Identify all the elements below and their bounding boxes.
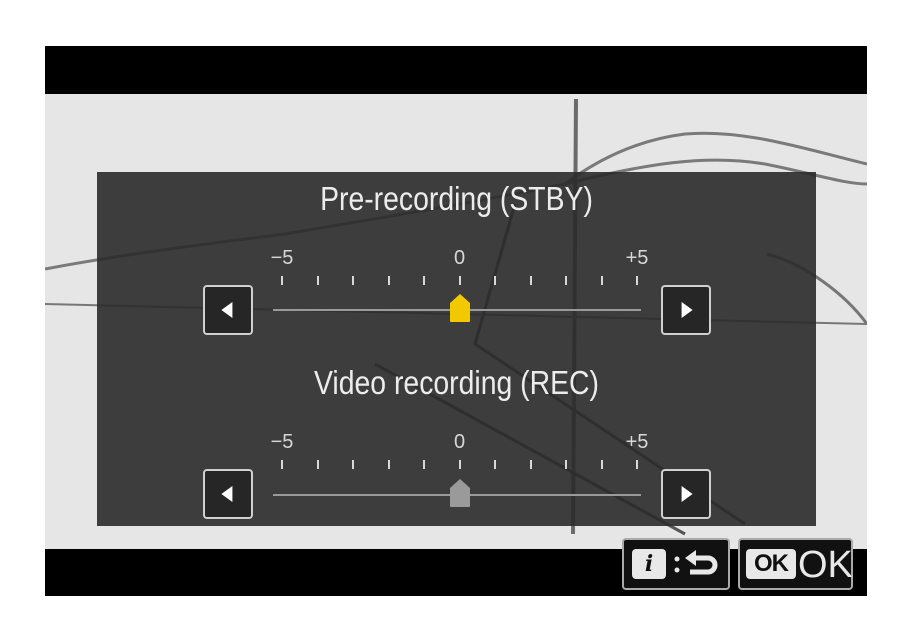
right-arrow-icon — [681, 486, 693, 502]
scale-tick — [423, 276, 425, 285]
scale-tick — [600, 276, 603, 285]
scale-tick — [529, 460, 532, 469]
pre-recording-increase-button[interactable] — [661, 285, 711, 335]
scale-tick — [458, 276, 461, 285]
scale-tick — [352, 460, 354, 469]
camera-screen: Pre-recording (STBY) −5 0 +5 Video recordi… — [45, 46, 867, 596]
scale-max-label: +5 — [625, 247, 649, 269]
left-arrow-icon — [221, 302, 233, 318]
scale-max-label: +5 — [625, 431, 649, 453]
footer-bar — [45, 549, 867, 596]
video-recording-increase-button[interactable] — [661, 469, 711, 519]
scale-mid-label: 0 — [453, 247, 466, 269]
scale-tick — [281, 460, 283, 469]
section-title-video-recording: Video recording (REC) — [314, 364, 599, 401]
info-key-badge: i — [632, 549, 666, 579]
section-title-pre-recording: Pre-recording (STBY) — [320, 180, 593, 217]
scale-min-label: −5 — [270, 431, 294, 453]
settings-panel: Pre-recording (STBY) −5 0 +5 Video recordi… — [97, 172, 816, 526]
info-return-key[interactable]: i — [622, 538, 730, 590]
scale-tick — [636, 276, 638, 285]
scale-tick — [387, 460, 390, 469]
left-arrow-icon — [221, 486, 233, 502]
scale-min-label: −5 — [270, 247, 294, 269]
ok-key-badge: OK — [746, 549, 796, 579]
scale-mid-label: 0 — [453, 431, 466, 453]
scale-tick — [423, 460, 425, 469]
scale-tick — [565, 276, 567, 285]
scale-tick — [387, 276, 390, 285]
ok-key-label: OK — [798, 544, 853, 586]
scale-tick — [494, 460, 496, 469]
video-recording-decrease-button[interactable] — [203, 469, 253, 519]
ok-key[interactable]: OK OK — [738, 538, 853, 590]
right-arrow-icon — [681, 302, 693, 318]
pre-recording-decrease-button[interactable] — [203, 285, 253, 335]
scale-tick — [316, 460, 319, 469]
scale-tick — [458, 460, 461, 469]
return-arrow-icon — [674, 550, 718, 575]
scale-tick — [352, 276, 354, 285]
scale-tick — [529, 276, 532, 285]
scale-tick — [281, 276, 283, 285]
scale-tick — [316, 276, 319, 285]
scale-tick — [600, 460, 603, 469]
scale-tick — [636, 460, 638, 469]
scale-tick — [494, 276, 496, 285]
scale-tick — [565, 460, 567, 469]
pre-recording-slider-handle[interactable] — [449, 293, 471, 323]
video-recording-slider-handle[interactable] — [449, 478, 471, 508]
